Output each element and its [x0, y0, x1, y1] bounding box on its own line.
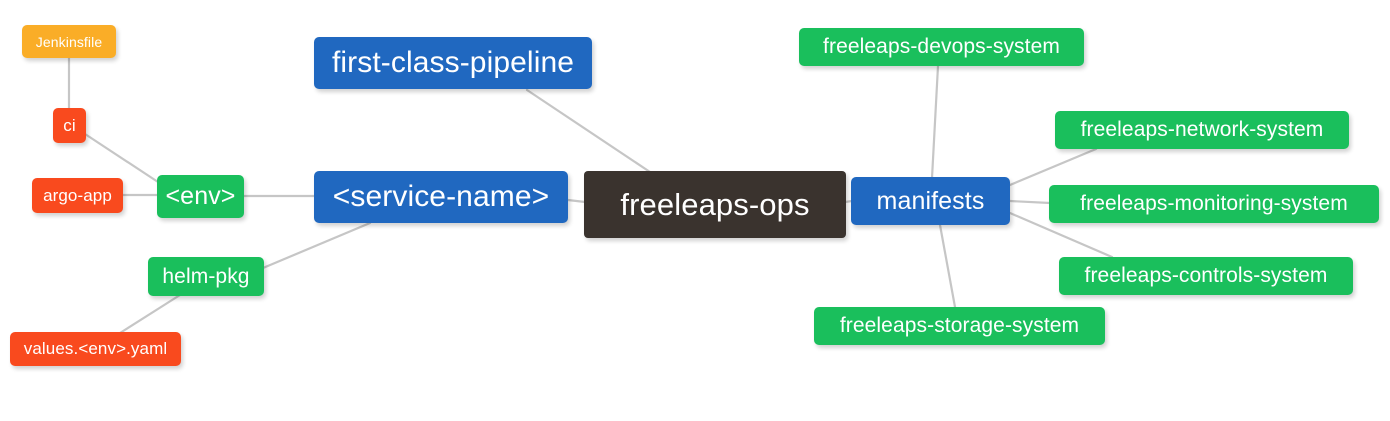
node-service-name[interactable]: <service-name> [314, 171, 568, 223]
node-freeleaps-monitoring-system-label: freeleaps-monitoring-system [1080, 192, 1348, 215]
node-env[interactable]: <env> [157, 175, 244, 218]
node-freeleaps-devops-system[interactable]: freeleaps-devops-system [799, 28, 1084, 66]
node-argo-app-label: argo-app [43, 185, 112, 205]
node-ci-label: ci [63, 115, 76, 135]
node-freeleaps-storage-system-label: freeleaps-storage-system [839, 314, 1080, 337]
node-freeleaps-controls-system[interactable]: freeleaps-controls-system [1059, 257, 1353, 295]
edge-helmpkg-servicename [261, 221, 372, 270]
node-manifests-label: manifests [876, 186, 985, 215]
edge-ci-env [80, 130, 160, 184]
node-argo-app[interactable]: argo-app [32, 178, 123, 213]
node-service-name-label: <service-name> [332, 180, 550, 213]
node-first-class-pipeline-label: first-class-pipeline [331, 46, 575, 79]
node-helm-pkg-label: helm-pkg [162, 264, 250, 288]
node-helm-pkg[interactable]: helm-pkg [148, 257, 264, 296]
edge-manifests-devops [930, 64, 940, 180]
node-freeleaps-devops-system-label: freeleaps-devops-system [823, 35, 1060, 58]
node-ci[interactable]: ci [53, 108, 86, 143]
node-first-class-pipeline[interactable]: first-class-pipeline [314, 37, 592, 89]
node-values-yaml-label: values.<env>.yaml [23, 339, 168, 358]
edge-servicename-root [566, 198, 587, 204]
node-values-yaml[interactable]: values.<env>.yaml [10, 332, 181, 366]
node-manifests[interactable]: manifests [851, 177, 1010, 225]
node-freeleaps-monitoring-system[interactable]: freeleaps-monitoring-system [1049, 185, 1379, 223]
edge-manifests-monitoring [1008, 199, 1052, 205]
node-freeleaps-network-system[interactable]: freeleaps-network-system [1055, 111, 1349, 149]
node-freeleaps-controls-system-label: freeleaps-controls-system [1084, 264, 1328, 287]
node-env-label: <env> [165, 182, 236, 210]
node-root-freeleaps-ops[interactable]: freeleaps-ops [584, 171, 846, 238]
node-freeleaps-network-system-label: freeleaps-network-system [1080, 118, 1324, 141]
node-jenkinsfile[interactable]: Jenkinsfile [22, 25, 116, 58]
node-freeleaps-storage-system[interactable]: freeleaps-storage-system [814, 307, 1105, 345]
edge-valuesyaml-helmpkg [118, 293, 182, 335]
edge-pipeline-root [525, 88, 652, 174]
node-jenkinsfile-label: Jenkinsfile [35, 33, 103, 50]
node-root-label: freeleaps-ops [620, 186, 810, 222]
edge-manifests-storage [938, 223, 957, 309]
edge-manifests-network [1008, 147, 1098, 187]
